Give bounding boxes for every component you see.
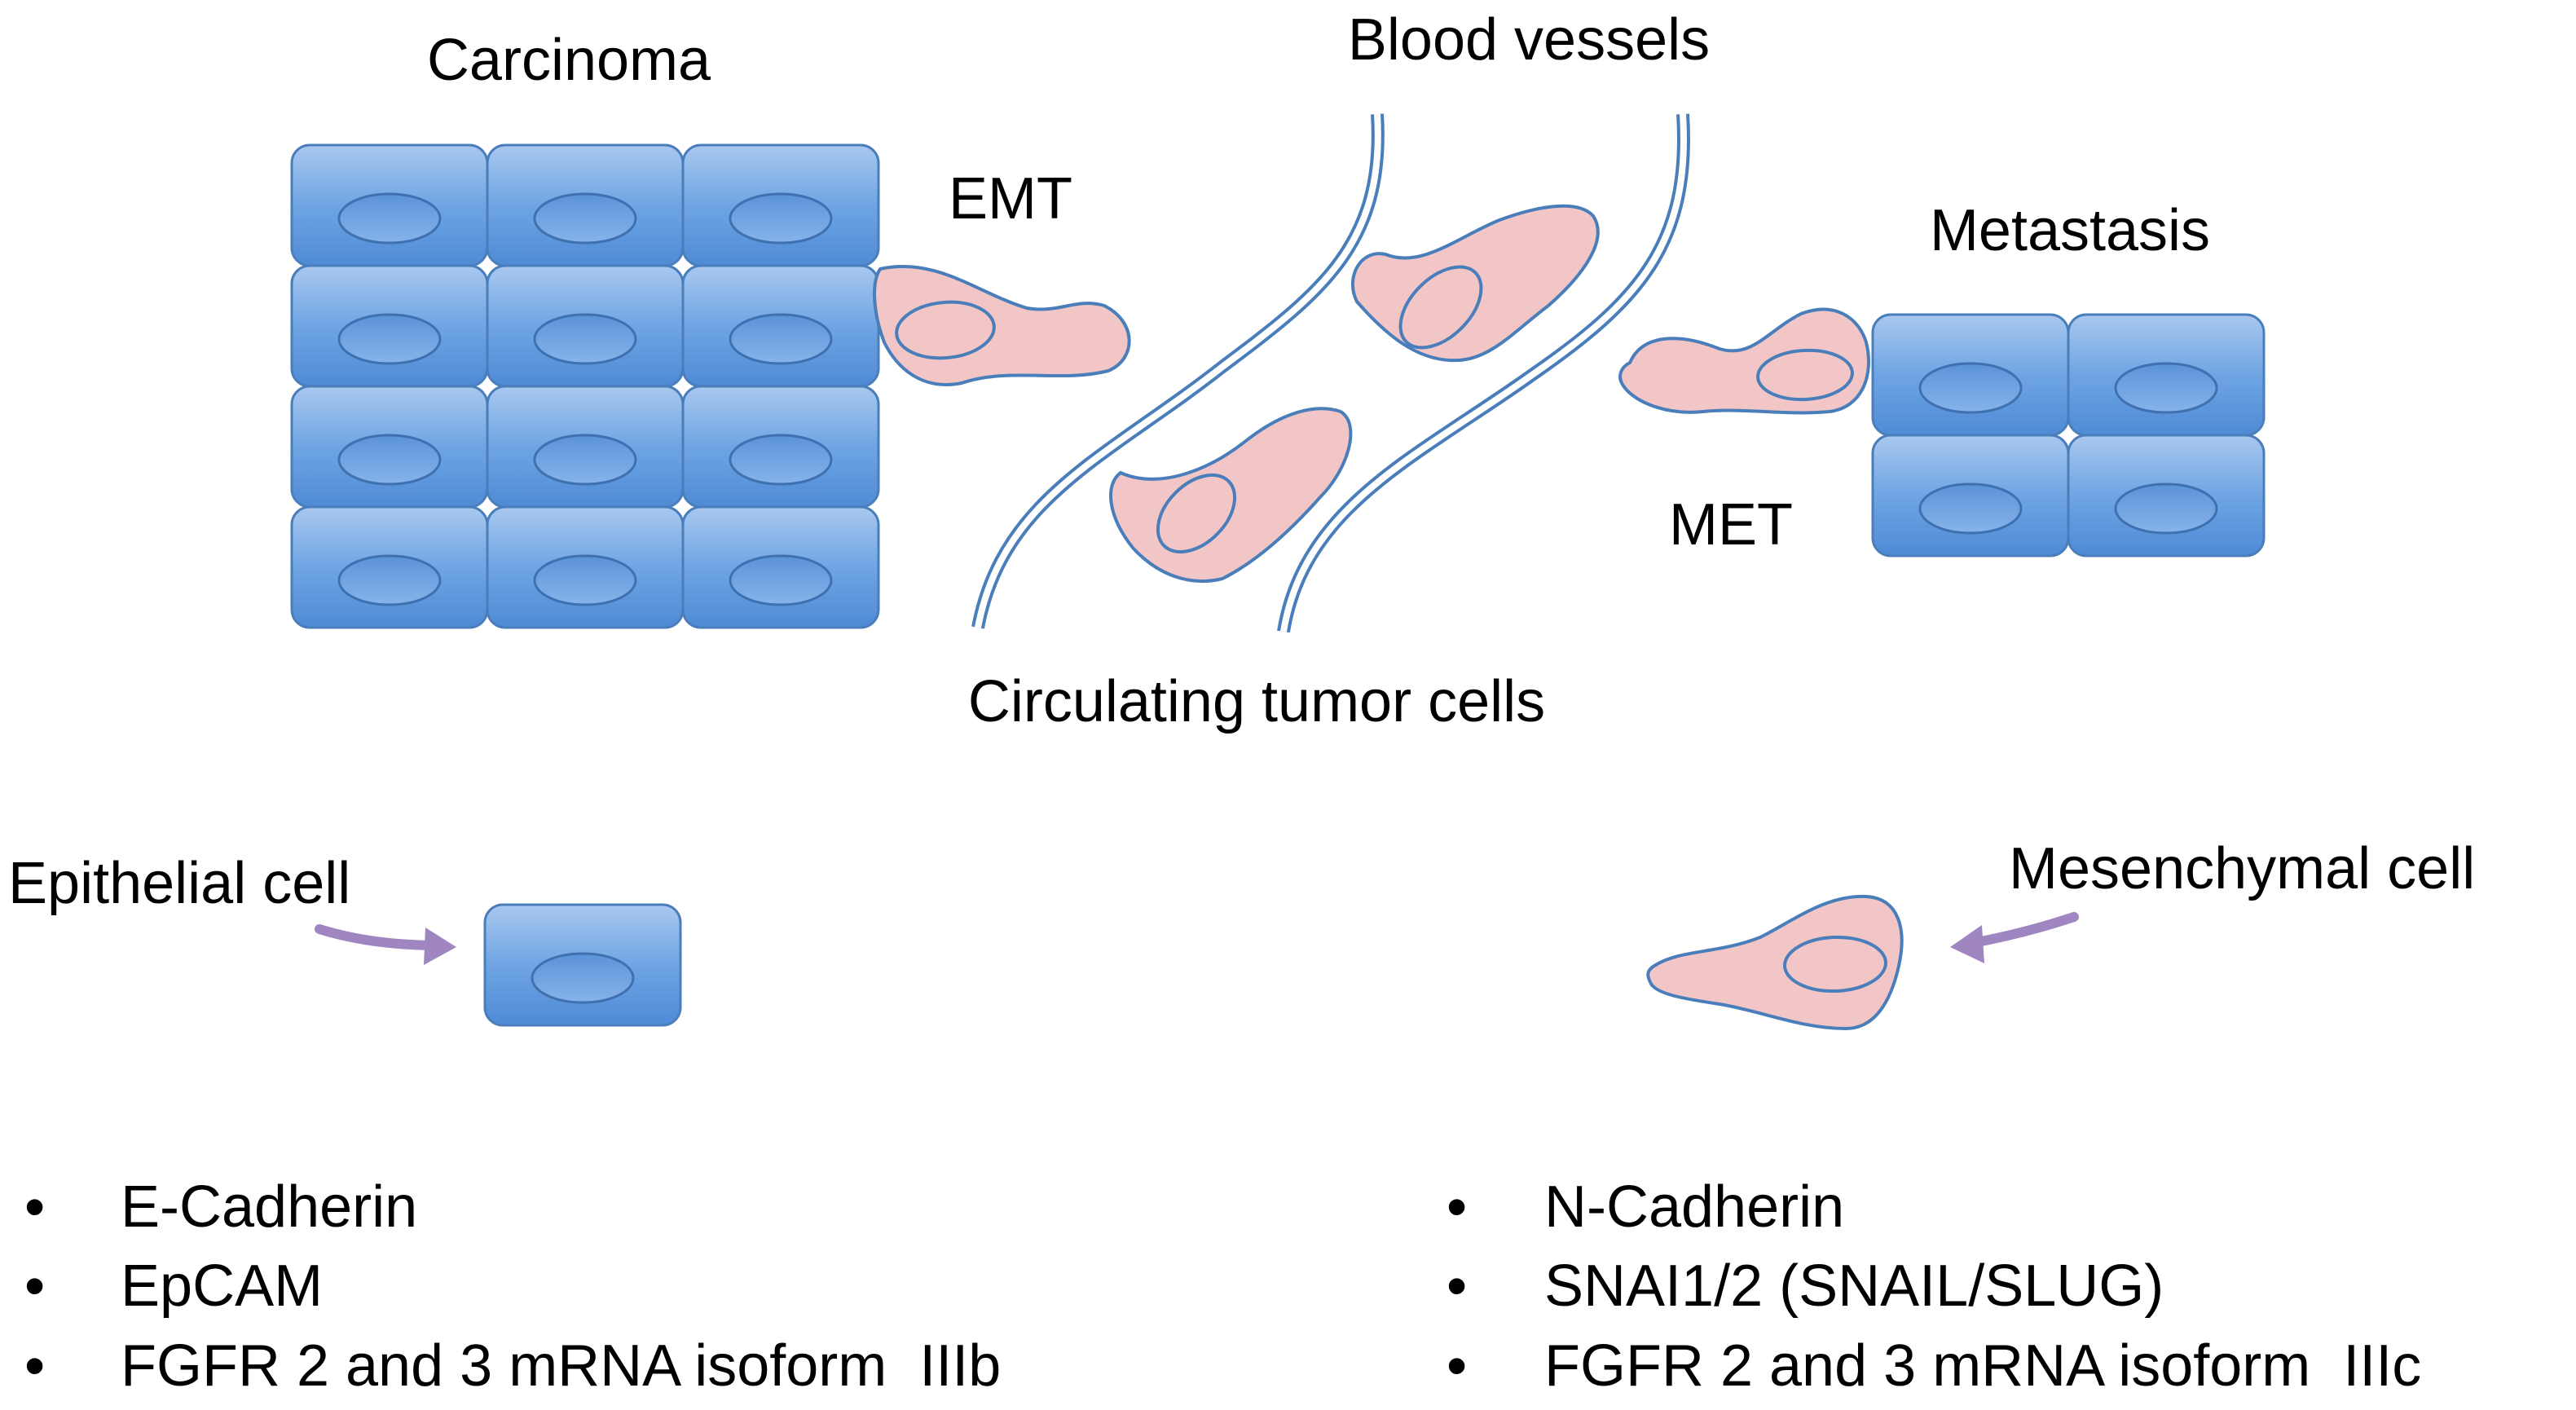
carcinoma-tissue xyxy=(290,143,880,629)
epithelial-cell-example xyxy=(483,903,682,1027)
mesenchymal-cell-example xyxy=(1646,894,1904,1031)
epithelial-cell xyxy=(486,264,685,388)
arrow-icon xyxy=(1950,912,2079,963)
marker-item: FGFR 2 and 3 mRNA isoform IIIc xyxy=(1544,1333,2421,1399)
epithelial-cell xyxy=(290,385,489,509)
bullet: • xyxy=(24,1174,45,1240)
epithelial-cell xyxy=(486,385,685,509)
marker-item: N-Cadherin xyxy=(1544,1174,1844,1240)
mesenchymal-markers-list: • N-Cadherin • SNAI1/2 (SNAIL/SLUG) • FG… xyxy=(1447,1174,2421,1399)
blood-vessel-left xyxy=(971,113,1385,629)
marker-item: FGFR 2 and 3 mRNA isoform IIIb xyxy=(121,1333,1001,1399)
circulating-tumor-cells-label: Circulating tumor cells xyxy=(968,669,1545,734)
marker-item: SNAI1/2 (SNAIL/SLUG) xyxy=(1544,1254,2164,1319)
epithelial-markers-list: • E-Cadherin • EpCAM • FGFR 2 and 3 mRNA… xyxy=(24,1174,1001,1399)
arrow-icon xyxy=(315,924,456,965)
epithelial-cell xyxy=(1871,313,2070,437)
mesenchymal-cell-emt xyxy=(873,264,1131,386)
mesenchymal-cell-in-vessel-top xyxy=(1351,204,1600,363)
bullet: • xyxy=(1447,1333,1467,1399)
epithelial-cell xyxy=(681,143,880,267)
met-label: MET xyxy=(1669,492,1793,557)
mesenchymal-cell-met xyxy=(1618,307,1870,415)
bullet: • xyxy=(24,1333,45,1399)
epithelial-cell xyxy=(2067,313,2266,437)
mesenchymal-cell-in-vessel-bottom xyxy=(1109,407,1353,583)
epithelial-cell xyxy=(2067,434,2266,557)
epithelial-cell xyxy=(486,505,685,629)
metastasis-label: Metastasis xyxy=(1930,198,2210,263)
bullet: • xyxy=(1447,1174,1467,1240)
epithelial-cell xyxy=(681,264,880,388)
carcinoma-label: Carcinoma xyxy=(427,28,711,93)
marker-item: E-Cadherin xyxy=(121,1174,417,1240)
epithelial-cell xyxy=(681,505,880,629)
metastasis-tissue xyxy=(1871,313,2266,557)
bullet: • xyxy=(1447,1254,1467,1319)
bullet: • xyxy=(24,1254,45,1319)
emt-label: EMT xyxy=(949,166,1072,231)
blood-vessels-label: Blood vessels xyxy=(1348,7,1710,73)
epithelial-cell xyxy=(290,505,489,629)
epithelial-cell xyxy=(1871,434,2070,557)
blood-vessel-right xyxy=(1277,113,1690,633)
marker-item: EpCAM xyxy=(121,1254,323,1319)
epithelial-cell xyxy=(290,143,489,267)
mesenchymal-cell-label: Mesenchymal cell xyxy=(2009,836,2475,901)
epithelial-cell-label: Epithelial cell xyxy=(8,851,350,916)
epithelial-cell xyxy=(681,385,880,509)
epithelial-cell xyxy=(290,264,489,388)
epithelial-cell xyxy=(486,143,685,267)
